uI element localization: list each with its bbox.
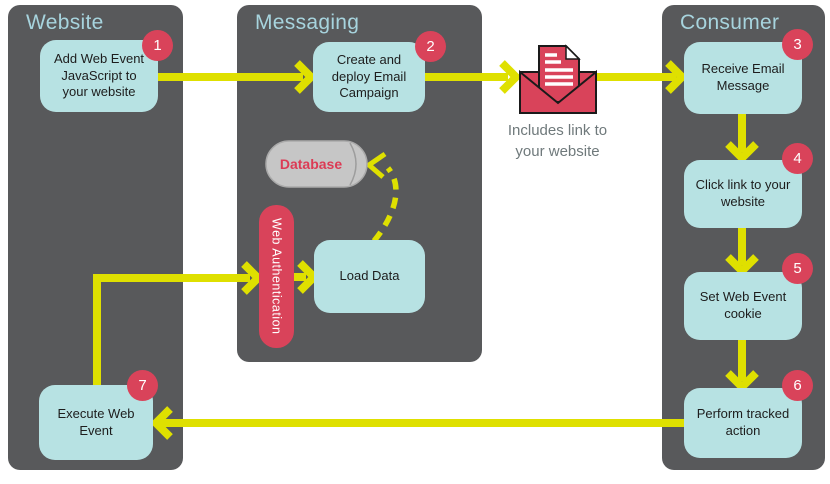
web-authentication-label: Web Authentication	[269, 218, 284, 335]
step-box-receive-email: Receive Email Message	[684, 42, 802, 114]
website-panel-title: Website	[26, 11, 104, 34]
step-label: Perform tracked action	[696, 406, 790, 438]
email-caption-line1: Includes link to	[507, 122, 608, 139]
step-box-perform-action: Perform tracked action	[684, 388, 802, 458]
load-data-box: Load Data	[314, 240, 425, 313]
database-icon	[265, 140, 368, 188]
step-label: Add Web Event JavaScript to your website	[53, 50, 145, 100]
step-badge-1: 1	[142, 30, 173, 61]
consumer-panel-title: Consumer	[680, 11, 780, 34]
step-box-create-deploy-email: Create and deploy Email Campaign	[313, 42, 425, 112]
step-label: Execute Web Event	[57, 405, 135, 438]
step-badge-7: 7	[127, 370, 158, 401]
step-box-set-cookie: Set Web Event cookie	[684, 272, 802, 340]
step-box-click-link: Click link to your website	[684, 160, 802, 228]
arrowhead-email	[499, 60, 522, 94]
step-label: Set Web Event cookie	[699, 289, 787, 321]
messaging-panel-title: Messaging	[255, 11, 360, 34]
load-data-label: Load Data	[339, 268, 400, 284]
database-label: Database	[279, 156, 343, 172]
email-caption: Includes link to your website	[490, 120, 625, 162]
email-envelope-icon	[518, 43, 598, 115]
step-badge-3: 3	[782, 29, 813, 60]
step-badge-5: 5	[782, 253, 813, 284]
step-label: Receive Email Message	[701, 61, 785, 93]
step-badge-2: 2	[415, 31, 446, 62]
email-caption-line2: your website	[515, 143, 600, 160]
step-label: Create and deploy Email Campaign	[331, 51, 407, 101]
step-badge-6: 6	[782, 370, 813, 401]
step-label: Click link to your website	[695, 177, 791, 209]
web-authentication-pill: Web Authentication	[259, 205, 294, 348]
step-box-add-web-event: Add Web Event JavaScript to your website	[40, 40, 158, 112]
step-badge-4: 4	[782, 143, 813, 174]
